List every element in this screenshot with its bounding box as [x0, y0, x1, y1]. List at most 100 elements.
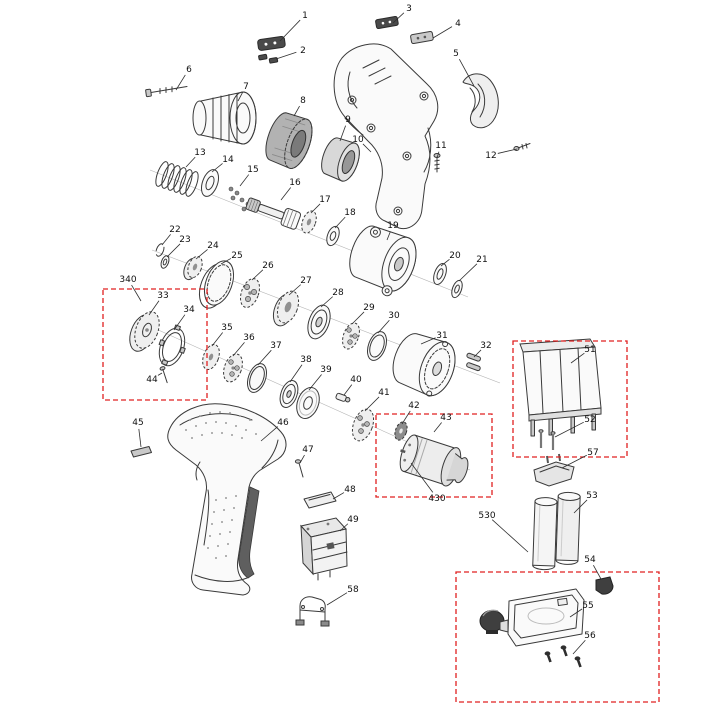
part-2-contact-pieces	[258, 53, 279, 64]
part-10-upper-housing	[333, 43, 439, 230]
part-3-push-button	[375, 15, 399, 30]
part-number-label-49: 49	[347, 515, 359, 525]
leader-line-21	[458, 263, 478, 282]
part-number-label-14: 14	[222, 155, 234, 165]
leader-line-46	[260, 426, 278, 442]
leader-line-55	[569, 608, 583, 618]
leader-line-10	[362, 143, 372, 153]
part-36-planet-carrier	[223, 353, 243, 383]
part-52-terminal-pins	[538, 429, 556, 450]
part-19-gearbox-housing	[349, 225, 417, 297]
leader-line-20	[440, 259, 450, 267]
part-48-plate	[303, 491, 337, 509]
leader-line-430	[410, 462, 434, 493]
part-45-clip	[130, 446, 152, 458]
part-number-label-21: 21	[476, 255, 487, 265]
part-number-label-43: 43	[440, 413, 451, 423]
part-number-label-45: 45	[132, 418, 143, 428]
part-number-label-22: 22	[169, 225, 180, 235]
part-number-label-5: 5	[453, 49, 459, 59]
leader-line-12	[497, 148, 518, 154]
part-number-label-8: 8	[300, 96, 306, 106]
leader-line-26	[251, 269, 264, 281]
part-number-label-39: 39	[320, 365, 332, 375]
part-58-bracket	[295, 596, 330, 627]
leader-line-22	[161, 234, 171, 246]
part-4-button-cover	[410, 30, 434, 45]
part-1-forward-reverse-switch	[257, 35, 286, 51]
part-40-pin-clip	[335, 392, 351, 403]
leader-line-6	[175, 74, 186, 91]
part-32-pins	[466, 352, 481, 372]
part-38-washer	[279, 380, 299, 408]
part-16-output-shaft	[245, 197, 302, 230]
part-number-label-41: 41	[378, 388, 389, 398]
leader-line-35	[211, 332, 223, 347]
part-number-label-57: 57	[587, 448, 598, 458]
part-number-label-13: 13	[194, 148, 205, 158]
leader-line-32	[473, 349, 482, 358]
leader-line-18	[334, 216, 346, 229]
part-6-adjust-screw	[145, 86, 188, 98]
part-14-washer	[200, 169, 220, 197]
part-21-washer	[451, 279, 463, 299]
part-number-label-17: 17	[319, 195, 330, 205]
part-17-gear	[301, 210, 317, 234]
part-30-ring	[367, 331, 387, 361]
part-number-label-430: 430	[428, 494, 445, 504]
part-number-label-46: 46	[277, 418, 289, 428]
leader-line-29	[351, 311, 365, 325]
part-28-washer	[307, 304, 331, 340]
part-11-screw	[433, 153, 441, 173]
leader-line-43	[433, 422, 442, 433]
part-22-e-clip	[155, 243, 165, 257]
leader-line-7	[237, 91, 244, 102]
part-5-housing-cap	[462, 73, 499, 129]
part-number-label-2: 2	[300, 46, 306, 56]
part-47-screw	[294, 459, 304, 478]
part-number-label-42: 42	[408, 401, 419, 411]
leader-line-24	[195, 249, 208, 260]
assembly-box-gear-set-340	[102, 288, 208, 401]
assembly-box-battery-frame-group	[512, 340, 628, 458]
leader-line-5	[459, 58, 475, 87]
part-57-contact-bracket	[533, 453, 575, 487]
part-number-label-35: 35	[221, 323, 232, 333]
leader-line-19	[386, 231, 391, 241]
part-number-label-54: 54	[584, 555, 596, 565]
part-8-torque-ring	[265, 112, 313, 169]
part-number-label-52: 52	[584, 415, 595, 425]
leader-line-58	[326, 592, 348, 606]
part-number-label-6: 6	[186, 65, 192, 75]
leader-line-1	[279, 19, 301, 42]
leader-line-17	[310, 203, 321, 214]
part-55-battery-case	[499, 588, 585, 647]
leader-line-40	[343, 384, 353, 396]
leader-line-25	[220, 258, 232, 265]
leader-line-2	[275, 51, 297, 60]
leader-line-14	[211, 163, 223, 173]
part-number-label-38: 38	[300, 355, 312, 365]
leader-line-13	[185, 156, 196, 168]
leader-line-42	[401, 410, 411, 425]
part-54-latch	[595, 576, 614, 595]
part-number-label-48: 48	[344, 485, 356, 495]
part-number-label-15: 15	[247, 165, 258, 175]
part-number-label-7: 7	[243, 82, 249, 92]
part-number-label-19: 19	[387, 221, 399, 231]
leader-line-49	[339, 523, 349, 532]
leader-line-31	[420, 337, 436, 345]
part-7-chuck	[192, 91, 257, 145]
leader-line-27	[288, 284, 302, 296]
part-34-clutch-ring	[158, 324, 186, 367]
part-number-label-10: 10	[352, 135, 364, 145]
part-20-washer	[433, 262, 447, 286]
part-number-label-44: 44	[146, 375, 158, 385]
part-12-screw	[513, 143, 531, 151]
grip-texture-dots	[185, 411, 257, 559]
part-27-gear	[272, 290, 300, 327]
part-33-gear	[129, 311, 160, 352]
part-number-label-58: 58	[347, 585, 359, 595]
part-51-battery-frame	[519, 338, 602, 437]
